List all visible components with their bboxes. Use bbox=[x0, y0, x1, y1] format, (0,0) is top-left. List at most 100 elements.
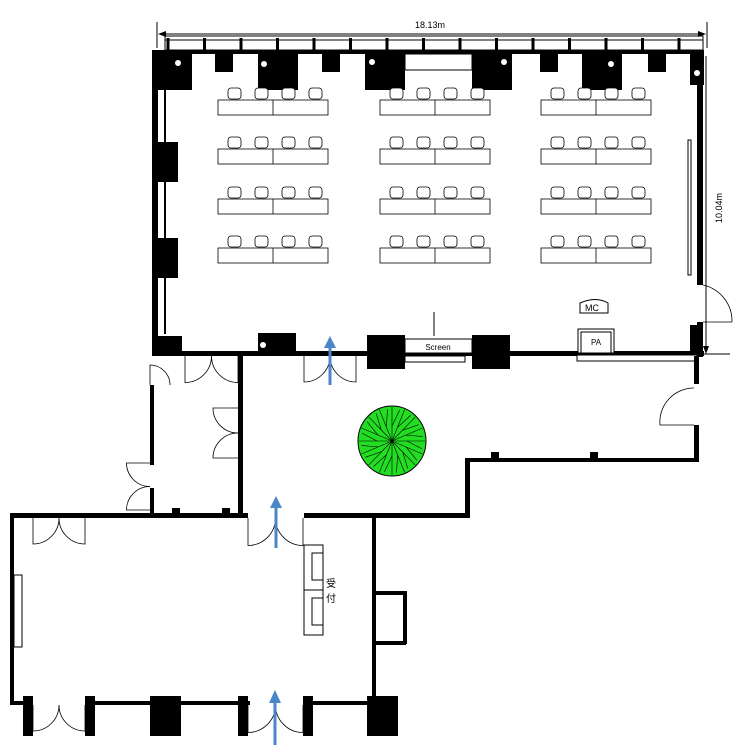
chair bbox=[577, 186, 592, 199]
chair bbox=[308, 136, 323, 149]
chair bbox=[227, 186, 242, 199]
chair bbox=[416, 136, 431, 149]
door bbox=[32, 704, 60, 732]
door bbox=[184, 355, 212, 383]
chair bbox=[254, 87, 269, 100]
chair bbox=[604, 235, 619, 248]
chair bbox=[416, 186, 431, 199]
door bbox=[212, 432, 239, 459]
chair bbox=[227, 87, 242, 100]
reception-desk: 受 付 bbox=[303, 544, 336, 636]
arrow-up-icon bbox=[270, 496, 282, 548]
table-group bbox=[379, 136, 491, 165]
door bbox=[303, 355, 331, 383]
chair bbox=[254, 136, 269, 149]
chair bbox=[443, 235, 458, 248]
top-screen-box bbox=[404, 53, 473, 71]
outlet-icon bbox=[694, 70, 700, 76]
table-group bbox=[379, 186, 491, 215]
chair bbox=[389, 87, 404, 100]
table-group bbox=[217, 136, 329, 165]
table-group bbox=[379, 87, 491, 116]
seating-area bbox=[217, 87, 652, 264]
chair bbox=[577, 235, 592, 248]
outlet-icon bbox=[369, 59, 375, 65]
chair bbox=[416, 235, 431, 248]
chair bbox=[281, 87, 296, 100]
width-dimension: 18.13m bbox=[156, 20, 708, 48]
chair bbox=[550, 186, 565, 199]
door bbox=[126, 462, 151, 487]
window-band bbox=[164, 35, 704, 51]
screen-label: Screen bbox=[425, 343, 450, 352]
chair bbox=[389, 186, 404, 199]
chair bbox=[443, 186, 458, 199]
chair bbox=[227, 136, 242, 149]
height-label: 10.04m bbox=[714, 193, 724, 223]
table-group bbox=[217, 87, 329, 116]
pa-label: PA bbox=[591, 338, 602, 347]
chair bbox=[443, 136, 458, 149]
mc-label: MC bbox=[585, 303, 599, 313]
chair bbox=[550, 136, 565, 149]
mic-outlet-icon bbox=[608, 61, 614, 67]
door bbox=[211, 355, 239, 383]
reception-label-1: 受 bbox=[326, 578, 336, 590]
door bbox=[212, 407, 239, 434]
lower-room-walls bbox=[10, 513, 407, 736]
table-group bbox=[540, 235, 652, 264]
chair bbox=[604, 87, 619, 100]
door bbox=[275, 517, 304, 546]
arrow-up-icon bbox=[324, 336, 336, 385]
chair bbox=[308, 235, 323, 248]
outlet-icon bbox=[501, 59, 507, 65]
chair bbox=[308, 87, 323, 100]
chair bbox=[631, 136, 646, 149]
door bbox=[247, 704, 276, 733]
door bbox=[275, 704, 304, 733]
door bbox=[58, 704, 86, 732]
table-group bbox=[217, 235, 329, 264]
chair bbox=[470, 136, 485, 149]
door bbox=[58, 517, 86, 545]
screen: Screen bbox=[404, 312, 473, 363]
chair bbox=[416, 87, 431, 100]
chair bbox=[281, 186, 296, 199]
chair bbox=[470, 186, 485, 199]
outlet-icons bbox=[175, 59, 700, 348]
chair bbox=[550, 235, 565, 248]
plant-icon bbox=[357, 405, 427, 477]
chair bbox=[631, 186, 646, 199]
chair bbox=[281, 235, 296, 248]
reception-label-2: 付 bbox=[326, 592, 336, 605]
chair bbox=[577, 136, 592, 149]
chair bbox=[389, 235, 404, 248]
table-group bbox=[379, 235, 491, 264]
door bbox=[126, 486, 151, 511]
door bbox=[247, 517, 276, 546]
door bbox=[149, 364, 171, 386]
mc-podium: MC bbox=[579, 299, 609, 314]
chair bbox=[577, 87, 592, 100]
chair bbox=[254, 186, 269, 199]
width-label: 18.13m bbox=[415, 20, 445, 30]
table-group bbox=[540, 136, 652, 165]
table-group bbox=[217, 186, 329, 215]
chair bbox=[604, 136, 619, 149]
chair bbox=[389, 136, 404, 149]
arrow-up-icon bbox=[269, 690, 281, 745]
chair bbox=[604, 186, 619, 199]
chair bbox=[281, 136, 296, 149]
chair bbox=[631, 235, 646, 248]
door bbox=[32, 517, 60, 545]
door bbox=[329, 355, 357, 383]
chair bbox=[470, 235, 485, 248]
chair bbox=[470, 87, 485, 100]
foyer-walls bbox=[10, 356, 699, 518]
mic-outlet-icon bbox=[261, 61, 267, 67]
chair bbox=[308, 186, 323, 199]
chair bbox=[443, 87, 458, 100]
chair bbox=[550, 87, 565, 100]
chair bbox=[227, 235, 242, 248]
